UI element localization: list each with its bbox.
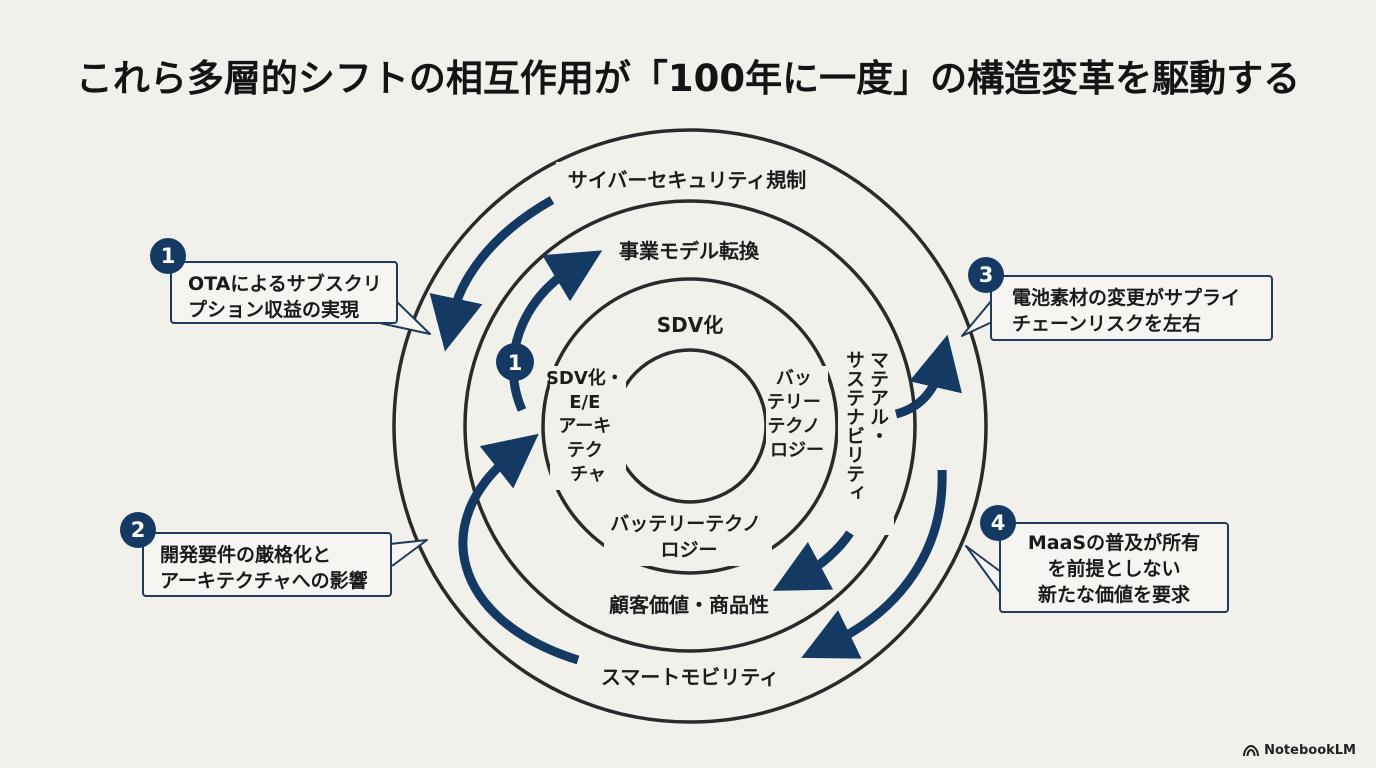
inner-right-label-line-1: バッ <box>776 368 812 389</box>
inner-ring <box>541 277 839 575</box>
callout-3-line-1: 電池素材の変更がサプライ <box>1012 287 1241 309</box>
middle-bottom-label: 顧客価値・商品性 <box>609 593 769 617</box>
middle-right-label: マテアル・ サステナビリティ <box>843 350 889 502</box>
inner-left-label-line-5: チャ <box>570 464 606 485</box>
inner-bottom-label-bg <box>604 510 772 566</box>
callout-4-line-1: MaaSの普及が所有 <box>1027 532 1201 554</box>
outer-ring <box>392 128 988 724</box>
inner-bottom-label-line-2: ロジー <box>660 539 717 561</box>
callout-1: OTAによるサブスクリ プション収益の実現 <box>170 261 398 324</box>
callout-1-line-1: OTAによるサブスクリ <box>188 273 382 295</box>
callout-4-badge: 4 <box>980 505 1016 541</box>
callout-2: 開発要件の厳格化と アーキテクチャへの影響 <box>142 532 392 597</box>
arrow-middle-bottom-right <box>772 530 854 591</box>
arrow-middle-top-left <box>508 250 603 412</box>
callout-4-line-2: を前提としない <box>1047 558 1181 580</box>
callout-4: MaaSの普及が所有 を前提としない 新たな価値を要求 <box>999 522 1229 613</box>
inner-right-label-line-4: ロジー <box>770 440 824 461</box>
arrow-outer-right <box>801 469 947 659</box>
middle-right-col-1: マテアル・ <box>867 350 889 445</box>
inner-left-label-line-1: SDV化・ <box>546 367 624 389</box>
arrow-middle-right <box>894 334 962 419</box>
callout-4-line-3: 新たな価値を要求 <box>1037 584 1190 606</box>
callout-2-line-1: 開発要件の厳格化と <box>160 544 332 566</box>
callout-1-line-2: プション収益の実現 <box>188 299 360 321</box>
outer-top-label: サイバーセキュリティ規制 <box>568 168 806 192</box>
footer-brand-label: NotebookLM <box>1264 743 1356 758</box>
inner-left-label-line-2: E/E <box>569 392 600 413</box>
inner-top-label: SDV化 <box>657 313 723 337</box>
inner-badge-number: 1 <box>508 351 523 375</box>
outer-bottom-label-bg <box>592 659 788 693</box>
callout-3-line-2: チェーンリスクを左右 <box>1012 313 1202 335</box>
arrow-outer-top-left <box>429 196 555 352</box>
outer-top-label-bg <box>556 162 818 196</box>
inner-right-label-line-3: テクノ <box>767 416 820 437</box>
callout-3-badge: 3 <box>968 257 1004 293</box>
middle-right-col-2: サステナビリティ <box>843 350 865 502</box>
middle-bottom-label-bg <box>598 588 780 620</box>
page-title: これら多層的シフトの相互作用が「100年に一度」の構造変革を駆動する <box>75 57 1301 100</box>
footer-brand: NotebookLM <box>1243 743 1356 758</box>
middle-ring <box>463 199 917 653</box>
middle-right-label-bg <box>838 345 894 535</box>
inner-right-label-line-2: テリー <box>767 392 821 413</box>
inner-left-label-line-3: アーキ <box>558 416 611 437</box>
notebooklm-logo-icon <box>1243 744 1260 756</box>
inner-left-label: SDV化・ E/E アーキ テク チャ <box>546 367 630 485</box>
callout-3: 電池素材の変更がサプライ チェーンリスクを左右 <box>990 275 1273 341</box>
outer-bottom-label: スマートモビリティ <box>601 665 779 689</box>
inner-right-label-bg <box>766 366 828 462</box>
callout-1-badge: 1 <box>150 238 186 274</box>
inner-bottom-label: バッテリーテクノ ロジー <box>610 513 768 561</box>
inner-left-label-line-4: テク <box>567 440 603 461</box>
middle-top-label: 事業モデル転換 <box>619 239 760 263</box>
inner-badge-circle <box>496 343 534 381</box>
arrow-outer-bottom-left <box>458 433 580 665</box>
inner-right-label: バッ テリー テクノ ロジー <box>767 368 827 461</box>
core-ring <box>612 348 768 504</box>
callout-3-tail <box>961 299 993 337</box>
inner-left-label-bg <box>550 366 626 490</box>
middle-top-label-bg <box>608 233 770 267</box>
callout-2-line-2: アーキテクチャへの影響 <box>160 570 368 592</box>
callout-2-badge: 2 <box>120 512 156 548</box>
inner-bottom-label-line-1: バッテリーテクノ <box>610 513 761 535</box>
callout-4-tail <box>965 545 1002 595</box>
callout-2-tail <box>389 539 428 567</box>
